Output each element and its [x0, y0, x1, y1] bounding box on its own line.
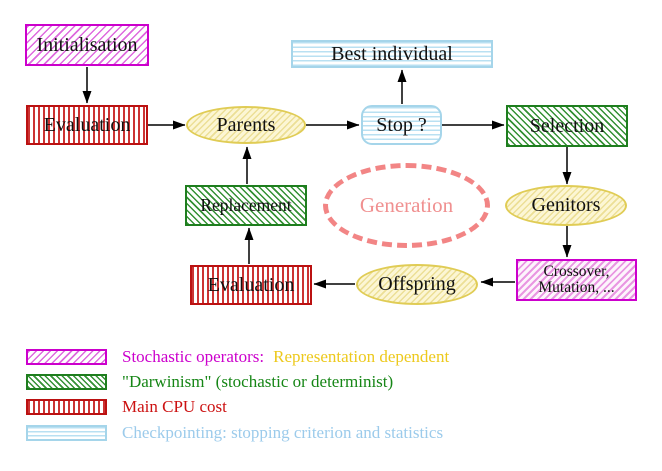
node-crossover-line1: Crossover, [543, 262, 610, 280]
node-generation-label: Generation [359, 193, 454, 218]
legend-representation-label: Representation dependent [273, 347, 450, 366]
node-best-individual: Best individual [291, 40, 493, 68]
legend-darwinism-label: "Darwinism" (stochastic or determinist) [122, 372, 394, 391]
node-initialisation-label: Initialisation [36, 33, 138, 56]
node-parents-label: Parents [216, 113, 276, 136]
node-evaluation-bottom: Evaluation [190, 265, 312, 305]
node-replacement: Replacement [185, 185, 307, 226]
node-crossover-mutation: Crossover, Mutation, ... [516, 259, 637, 301]
legend-checkpointing-label: Checkpointing: stopping criterion and st… [122, 423, 444, 442]
node-crossover-line2: Mutation, ... [538, 279, 615, 296]
magenta-hatch-swatch [26, 349, 107, 365]
green-hatch-swatch [26, 374, 107, 390]
node-initialisation: Initialisation [25, 24, 149, 66]
node-evaluation-bottom-label: Evaluation [207, 273, 295, 296]
node-replacement-label: Replacement [200, 195, 292, 216]
legend-row-stochastic: Stochastic operators: Representation dep… [26, 347, 449, 367]
node-offspring: Offspring [356, 264, 478, 305]
node-best-individual-label: Best individual [331, 42, 453, 65]
node-stop-label: Stop ? [376, 113, 427, 136]
node-evaluation-top: Evaluation [26, 105, 148, 145]
legend-stochastic-label: Stochastic operators: [122, 347, 265, 366]
node-parents: Parents [186, 106, 306, 144]
red-stripes-swatch [26, 399, 107, 415]
node-selection-label: Selection [529, 114, 605, 137]
legend-row-darwinism: "Darwinism" (stochastic or determinist) [26, 372, 393, 392]
node-evaluation-top-label: Evaluation [43, 113, 131, 136]
node-offspring-label: Offspring [378, 273, 456, 295]
node-generation-loop: Generation [323, 163, 490, 248]
legend-cpu-cost-label: Main CPU cost [122, 397, 227, 416]
node-genitors-label: Genitors [531, 194, 601, 216]
node-selection: Selection [506, 105, 628, 147]
legend-row-cpu-cost: Main CPU cost [26, 397, 227, 417]
legend-row-checkpointing: Checkpointing: stopping criterion and st… [26, 423, 443, 443]
blue-stripes-swatch [26, 425, 107, 441]
node-genitors: Genitors [505, 185, 627, 226]
node-stop: Stop ? [361, 105, 442, 145]
